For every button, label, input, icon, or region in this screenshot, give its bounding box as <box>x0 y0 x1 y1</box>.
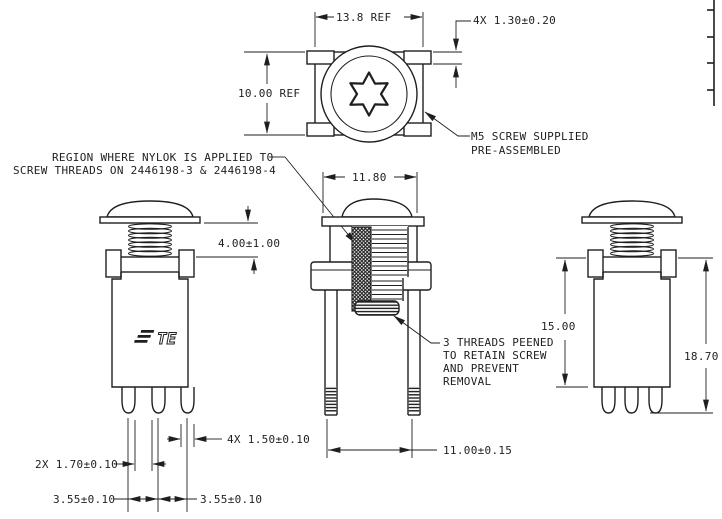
dim-tab-thickness-label: 4X 1.30±0.20 <box>473 14 556 27</box>
nylok-note-line2: SCREW THREADS ON 2446198-3 & 2446198-4 <box>13 164 276 177</box>
dim-overall-height-label: 18.70 <box>684 350 719 363</box>
left-spring-threads <box>127 223 173 257</box>
top-view: 13.8 REF 10.00 REF 4X 1.30±0.20 M5 SCREW… <box>238 11 589 157</box>
dim-pin-gap-label: 2X 1.70±0.10 <box>35 458 118 471</box>
right-pin-1 <box>601 387 616 414</box>
right-collar <box>594 256 670 273</box>
peened-note-line2: TO RETAIN SCREW <box>443 349 547 362</box>
section-flange <box>321 216 425 227</box>
te-logo: TE <box>134 329 177 349</box>
left-body-outline <box>111 272 189 388</box>
right-collar-tab-l <box>587 249 604 278</box>
nylok-note: REGION WHERE NYLOK IS APPLIED TO SCREW T… <box>13 151 356 244</box>
section-thread-lines <box>372 229 407 300</box>
peened-note-line3: AND PREVENT <box>443 362 519 375</box>
dim-flange-width-label: 11.80 <box>352 171 387 184</box>
peened-note-line4: REMOVAL <box>443 375 492 388</box>
left-collar-tab-l <box>105 249 122 278</box>
torx-recess-icon <box>349 71 389 117</box>
right-pin-2 <box>624 387 639 414</box>
left-pin-3 <box>180 387 195 414</box>
left-side-view: TE 4.00±1.00 4X 1.50±0.10 2X 1.70±0.10 3… <box>35 200 310 512</box>
left-pin-2 <box>151 387 166 414</box>
left-screw-dome <box>106 200 194 218</box>
right-body-outline <box>593 272 671 388</box>
m5-callout-line2: PRE-ASSEMBLED <box>471 144 561 157</box>
dim-standoff-label: 4.00±1.00 <box>218 237 280 250</box>
right-screw-flange <box>581 216 683 224</box>
peened-threads <box>354 300 400 316</box>
m5-callout-leader <box>424 111 470 137</box>
left-pin-1 <box>121 387 136 414</box>
peened-leader <box>393 315 440 344</box>
dim-pitch-left-label: 3.55±0.10 <box>53 493 115 506</box>
nylok-leader <box>284 156 356 244</box>
dim-head-height-label: 10.00 REF <box>238 87 300 100</box>
left-screw-flange <box>99 216 201 224</box>
mount-tab-top-right <box>403 50 432 65</box>
section-legs <box>324 290 421 416</box>
m5-callout-line1: M5 SCREW SUPPLIED <box>471 130 589 143</box>
left-leg-compliant-zone <box>325 386 337 412</box>
mount-tab-bottom-right <box>403 122 432 137</box>
mount-tab-bottom-left <box>306 122 335 137</box>
right-screw-dome <box>588 200 676 218</box>
dim-body-height-label: 15.00 <box>541 320 576 333</box>
left-collar <box>112 256 188 273</box>
section-screw-dome <box>341 198 413 218</box>
right-collar-tab-r <box>660 249 677 278</box>
right-pin-3 <box>648 387 663 414</box>
left-collar-tab-r <box>178 249 195 278</box>
dim-head-width-label: 13.8 REF <box>336 11 391 24</box>
te-logo-text: TE <box>157 329 177 348</box>
nylok-note-line1: REGION WHERE NYLOK IS APPLIED TO <box>52 151 274 164</box>
dim-pitch-right-label: 3.55±0.10 <box>200 493 262 506</box>
right-side-view: 15.00 18.70 <box>541 200 719 414</box>
nylok-region <box>351 226 372 312</box>
right-leg-compliant-zone <box>408 386 420 412</box>
dim-pin-width-label: 4X 1.50±0.10 <box>227 433 310 446</box>
right-spring-threads <box>609 223 655 257</box>
peened-note-line1: 3 THREADS PEENED <box>443 336 554 349</box>
dim-leg-span-label: 11.00±0.15 <box>443 444 512 457</box>
section-view: 11.80 <box>310 171 554 458</box>
sheet-frame-edge <box>707 0 715 106</box>
mount-tab-top-left <box>306 50 335 65</box>
